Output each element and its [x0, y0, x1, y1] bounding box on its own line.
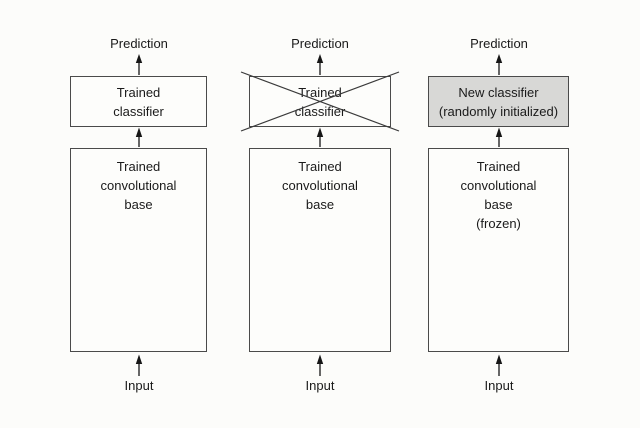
trained-classifier-label-2: Trained classifier: [294, 84, 346, 119]
trained-classifier-label-1: Trained classifier: [113, 84, 164, 119]
prediction-label-2: Prediction: [291, 36, 349, 51]
arrow-up-input-2: [316, 354, 324, 376]
trained-classifier-box-2-crossed: Trained classifier: [249, 76, 391, 127]
arrow-up-prediction-1: [135, 54, 143, 75]
conv-base-label-1: Trained convolutional base: [100, 159, 177, 212]
trained-classifier-box-1: Trained classifier: [70, 76, 207, 127]
prediction-label-1: Prediction: [110, 36, 168, 51]
input-label-3: Input: [484, 378, 514, 393]
arrow-up-input-3: [495, 354, 503, 376]
arrow-up-classifier-2: [316, 127, 324, 147]
prediction-label-3: Prediction: [470, 36, 528, 51]
conv-base-frozen-box-3: Trained convolutional base (frozen): [428, 148, 569, 352]
input-label-2: Input: [305, 378, 335, 393]
new-classifier-box-3: New classifier (randomly initialized): [428, 76, 569, 127]
arrow-up-classifier-1: [135, 127, 143, 147]
arrow-up-input-1: [135, 354, 143, 376]
conv-base-label-2: Trained convolutional base: [282, 159, 358, 212]
arrow-up-prediction-2: [316, 54, 324, 75]
conv-base-box-1: Trained convolutional base: [70, 148, 207, 352]
conv-base-box-2: Trained convolutional base: [249, 148, 391, 352]
new-classifier-label-3: New classifier (randomly initialized): [438, 84, 559, 119]
input-label-1: Input: [124, 378, 154, 393]
arrow-up-prediction-3: [495, 54, 503, 75]
arrow-up-classifier-3: [495, 127, 503, 147]
conv-base-frozen-label-3: Trained convolutional base (frozen): [460, 159, 537, 231]
